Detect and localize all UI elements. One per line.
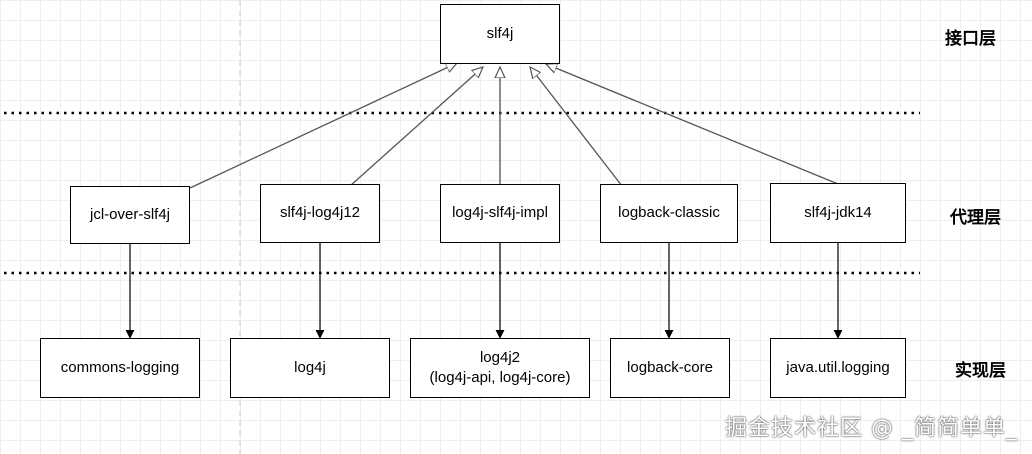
node-java-util-logging-label: java.util.logging bbox=[786, 358, 890, 376]
node-log4j-slf4j-impl: log4j-slf4j-impl bbox=[440, 184, 560, 243]
node-slf4j-log4j12: slf4j-log4j12 bbox=[260, 184, 380, 243]
node-log4j2-sublabel: (log4j-api, log4j-core) bbox=[429, 369, 571, 386]
node-commons-logging: commons-logging bbox=[40, 338, 200, 398]
node-log4j-label: log4j bbox=[294, 358, 326, 376]
node-logback-classic-label: logback-classic bbox=[618, 204, 720, 222]
node-logback-classic: logback-classic bbox=[600, 184, 738, 243]
layer-label-interface: 接口层 bbox=[945, 29, 996, 49]
edge-jcl-to-slf4j bbox=[189, 63, 457, 189]
edge-jdk14-to-slf4j bbox=[546, 64, 839, 185]
watermark: 掘金技术社区 @ _简简单单_ bbox=[725, 416, 1018, 441]
node-slf4j-label: slf4j bbox=[486, 24, 514, 42]
node-slf4j-jdk14-label: slf4j-jdk14 bbox=[804, 203, 872, 221]
layer-label-impl: 实现层 bbox=[955, 361, 1006, 381]
node-logback-core: logback-core bbox=[610, 338, 730, 398]
node-logback-core-label: logback-core bbox=[627, 358, 713, 376]
node-log4j2: log4j2 (log4j-api, log4j-core) bbox=[410, 338, 590, 398]
edge-logback-classic-to-slf4j bbox=[530, 67, 623, 187]
layer-label-proxy: 代理层 bbox=[950, 208, 1001, 228]
node-commons-logging-label: commons-logging bbox=[60, 358, 180, 376]
node-log4j2-label: log4j2 bbox=[479, 348, 521, 366]
node-jcl-over-slf4j: jcl-over-slf4j bbox=[70, 186, 190, 244]
node-slf4j-log4j12-label: slf4j-log4j12 bbox=[279, 204, 361, 222]
node-java-util-logging: java.util.logging bbox=[770, 338, 906, 398]
node-slf4j: slf4j bbox=[440, 4, 560, 64]
node-log4j-slf4j-impl-label: log4j-slf4j-impl bbox=[452, 204, 548, 222]
node-slf4j-jdk14: slf4j-jdk14 bbox=[770, 183, 906, 243]
node-jcl-over-slf4j-label: jcl-over-slf4j bbox=[89, 205, 170, 223]
node-log4j: log4j bbox=[230, 338, 390, 398]
edge-log4j12-to-slf4j bbox=[349, 67, 483, 187]
